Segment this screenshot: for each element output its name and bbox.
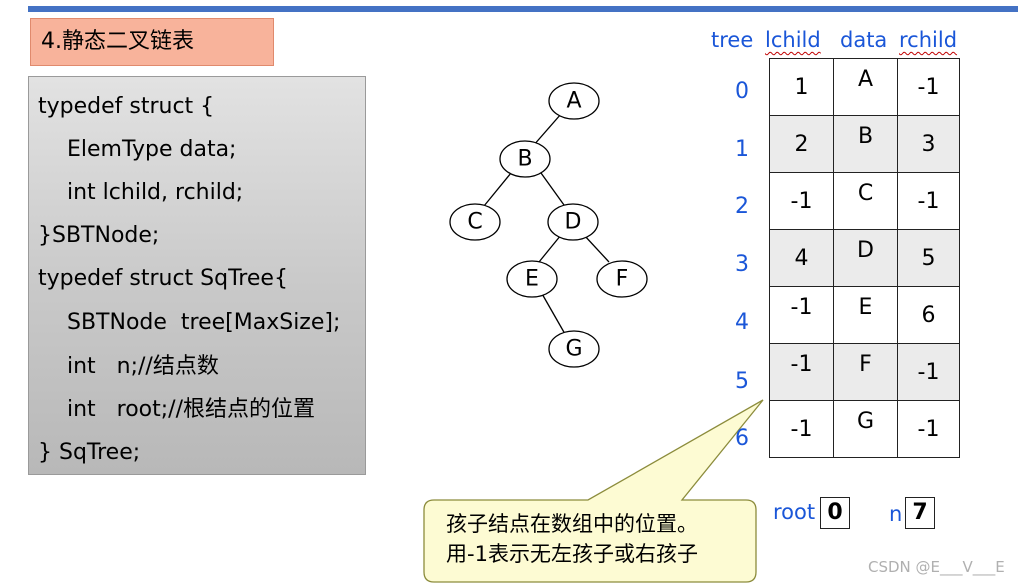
tree-node-b-label: B bbox=[517, 147, 532, 172]
n-value-box: 7 bbox=[905, 497, 935, 529]
watermark: CSDN @E___V___E bbox=[868, 558, 1005, 576]
table-row: -1 F -1 bbox=[769, 343, 960, 401]
table-row: -1 C -1 bbox=[769, 172, 960, 230]
tree-node-f bbox=[596, 260, 648, 298]
data-cell: A bbox=[833, 58, 898, 116]
lchild-cell: 4 bbox=[769, 229, 834, 287]
code-line: typedef struct { bbox=[38, 94, 215, 119]
tree-node-g bbox=[548, 330, 600, 368]
rchild-cell: 6 bbox=[897, 286, 960, 344]
n-label: n bbox=[889, 502, 903, 526]
table-row: 4 D 5 bbox=[769, 229, 960, 287]
header-data: data bbox=[840, 28, 888, 52]
code-line: int root;//根结点的位置 bbox=[67, 397, 316, 422]
code-line: ElemType data; bbox=[67, 137, 237, 162]
table-row: -1 E 6 bbox=[769, 286, 960, 344]
callout-line: 孩子结点在数组中的位置。 bbox=[446, 512, 698, 536]
rchild-cell: -1 bbox=[897, 58, 960, 116]
data-cell: D bbox=[833, 229, 898, 287]
row-index: 3 bbox=[735, 252, 749, 277]
edge-e-g bbox=[540, 291, 566, 335]
rchild-cell: 3 bbox=[897, 115, 960, 173]
table-row: 2 B 3 bbox=[769, 115, 960, 173]
row-index: 4 bbox=[735, 310, 749, 335]
top-accent-bar bbox=[28, 6, 1018, 12]
tree-node-b bbox=[499, 140, 551, 178]
edge-a-b bbox=[532, 113, 562, 147]
callout-bubble bbox=[423, 399, 764, 583]
tree-node-a bbox=[548, 82, 600, 120]
lchild-cell: -1 bbox=[769, 172, 834, 230]
data-cell: C bbox=[833, 172, 898, 230]
code-line: } SqTree; bbox=[38, 440, 141, 465]
tree-node-e-label: E bbox=[525, 267, 539, 292]
tree-node-a-label: A bbox=[566, 89, 581, 114]
code-line: }SBTNode; bbox=[38, 223, 160, 248]
data-cell: F bbox=[833, 343, 898, 401]
slide-title: 4.静态二叉链表 bbox=[30, 18, 274, 66]
tree-node-c-label: C bbox=[467, 210, 482, 235]
data-cell: B bbox=[833, 115, 898, 173]
rchild-cell: -1 bbox=[897, 400, 960, 458]
tree-node-e bbox=[506, 260, 558, 298]
code-line: SBTNode tree[MaxSize]; bbox=[67, 310, 341, 335]
header-tree: tree bbox=[711, 28, 754, 52]
edge-b-c bbox=[483, 172, 512, 207]
static-list-table: 1 A -1 2 B 3 -1 C -1 4 D 5 -1 E 6 -1 F -… bbox=[769, 58, 960, 458]
header-rchild: rchild bbox=[899, 28, 958, 52]
rchild-cell: -1 bbox=[897, 172, 960, 230]
rchild-cell: 5 bbox=[897, 229, 960, 287]
row-index: 6 bbox=[735, 426, 749, 451]
row-index: 2 bbox=[735, 194, 749, 219]
table-row: 1 A -1 bbox=[769, 58, 960, 116]
tree-node-c bbox=[449, 203, 501, 241]
data-cell: E bbox=[833, 286, 898, 344]
lchild-cell: 2 bbox=[769, 115, 834, 173]
row-index: 5 bbox=[735, 369, 749, 394]
edge-d-e bbox=[538, 234, 562, 263]
code-line: int n;//结点数 bbox=[67, 354, 219, 379]
rchild-cell: -1 bbox=[897, 343, 960, 401]
root-label: root bbox=[773, 500, 816, 524]
code-line: typedef struct SqTree{ bbox=[38, 266, 288, 291]
row-index: 0 bbox=[735, 79, 749, 104]
lchild-cell: -1 bbox=[769, 286, 834, 344]
row-index: 1 bbox=[735, 137, 749, 162]
tree-node-d-label: D bbox=[565, 210, 582, 235]
code-line: int lchild, rchild; bbox=[67, 180, 244, 205]
edge-d-f bbox=[583, 234, 610, 263]
lchild-cell: 1 bbox=[769, 58, 834, 116]
tree-node-g-label: G bbox=[565, 337, 582, 362]
lchild-cell: -1 bbox=[769, 400, 834, 458]
callout-line: 用-1表示无左孩子或右孩子 bbox=[446, 542, 698, 566]
code-block: typedef struct { ElemType data; int lchi… bbox=[28, 76, 366, 475]
table-row: -1 G -1 bbox=[769, 400, 960, 458]
root-value-box: 0 bbox=[820, 497, 850, 529]
tree-node-f-label: F bbox=[616, 267, 629, 292]
callout-text: 孩子结点在数组中的位置。 用-1表示无左孩子或右孩子 bbox=[446, 509, 698, 569]
tree-node-d bbox=[547, 203, 599, 241]
header-lchild: lchild bbox=[765, 28, 821, 52]
lchild-cell: -1 bbox=[769, 343, 834, 401]
data-cell: G bbox=[833, 400, 898, 458]
edge-b-d bbox=[540, 172, 565, 206]
